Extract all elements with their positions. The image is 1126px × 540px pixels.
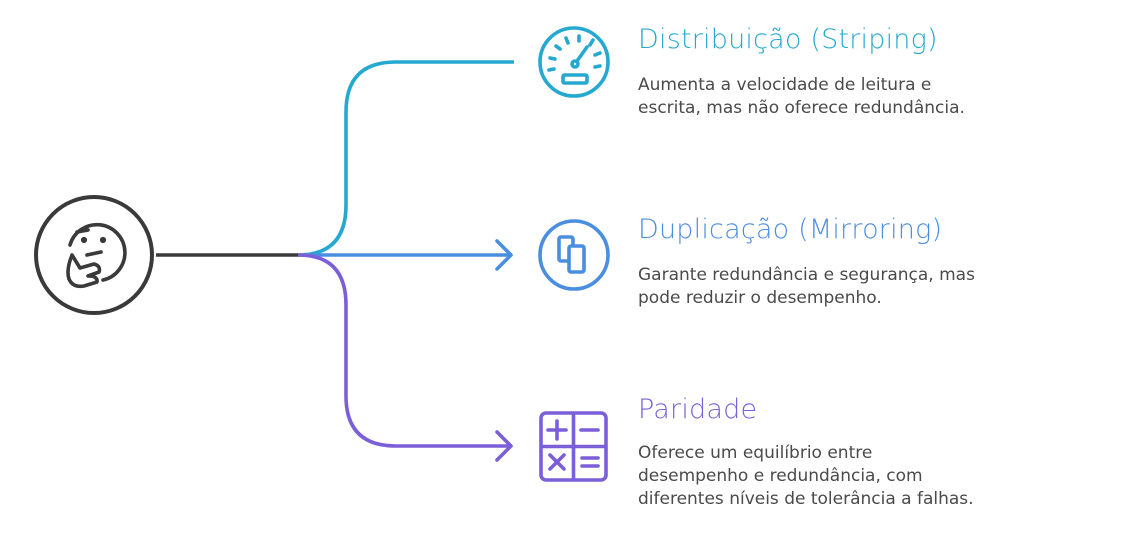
description-line: diferentes níveis de tolerância a falhas… — [638, 489, 974, 510]
speedometer-icon — [538, 26, 610, 98]
branch-title-parity: Paridade — [638, 394, 758, 425]
branch-title-mirroring: Duplicação (Mirroring) — [638, 214, 943, 245]
arrowhead-mirroring — [495, 239, 513, 271]
branch-description-mirroring: Garante redundância e segurança, mas pod… — [638, 264, 975, 310]
calculator-icon — [539, 411, 608, 482]
connector-striping — [297, 60, 514, 257]
arrowhead-parity — [495, 430, 513, 462]
branch-mirroring: Duplicação (Mirroring) Garante redundânc… — [638, 214, 975, 310]
description-line: Oferece um equilíbrio entre — [638, 443, 873, 464]
connector-parity — [297, 253, 510, 448]
branch-title-striping: Distribuição (Striping) — [638, 24, 938, 55]
branch-striping: Distribuição (Striping) Aumenta a veloci… — [638, 24, 965, 120]
branch-description-parity: Oferece um equilíbrio entre desempenho e… — [638, 442, 974, 511]
description-line: Aumenta a velocidade de leitura e — [638, 75, 932, 96]
hub-node — [34, 195, 154, 315]
branch-parity: Paridade Oferece um equilíbrio entre des… — [638, 394, 974, 511]
description-line: Garante redundância e segurança, mas — [638, 265, 975, 286]
description-line: pode reduzir o desempenho. — [638, 288, 882, 309]
description-line: desempenho e redundância, com — [638, 466, 923, 487]
copy-icon — [538, 219, 610, 291]
thinking-face-icon — [66, 222, 127, 289]
description-line: escrita, mas não oferece redundância. — [638, 98, 965, 119]
branch-description-striping: Aumenta a velocidade de leitura e escrit… — [638, 74, 965, 120]
